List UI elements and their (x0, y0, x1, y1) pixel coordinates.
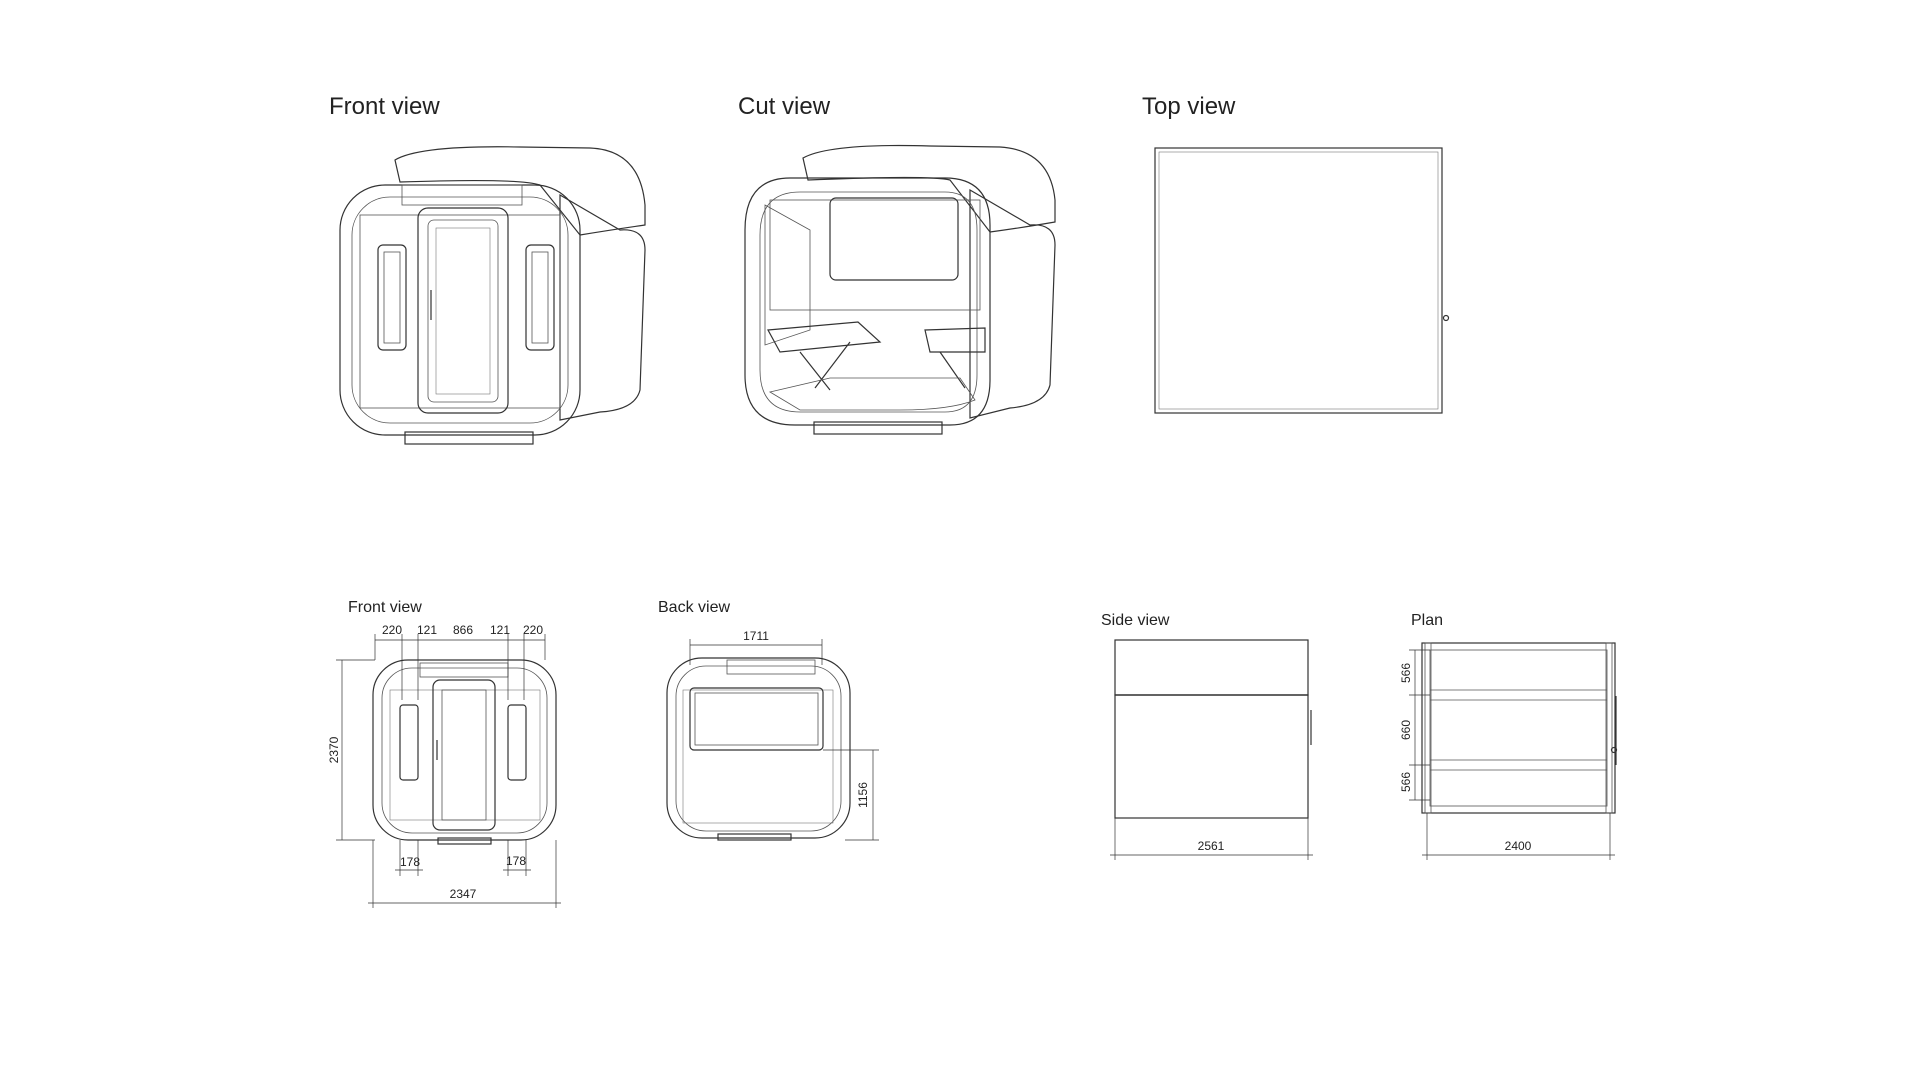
front-dim-height: 2370 (327, 736, 341, 763)
cut-view-3d-title: Cut view (738, 93, 831, 120)
back-dim-top: 1711 (743, 629, 769, 643)
plan-dim-left-2: 660 (1399, 720, 1413, 740)
plan-dim-left-1: 566 (1399, 663, 1413, 683)
front-dim-top-5: 220 (523, 623, 543, 637)
front-view-2d-drawing: 220 121 866 121 220 2370 178 178 2347 (327, 623, 561, 908)
cut-view-3d-drawing (744, 144, 1056, 435)
back-dim-right: 1156 (856, 782, 870, 808)
top-view-title: Top view (1142, 93, 1236, 120)
side-view-title: Side view (1101, 612, 1170, 629)
front-dim-top-4: 121 (490, 623, 510, 637)
plan-title: Plan (1411, 612, 1444, 629)
back-view-title: Back view (658, 599, 731, 616)
front-view-3d-drawing (339, 146, 646, 445)
front-dim-top-3: 866 (453, 623, 473, 637)
plan-drawing: 566 660 566 2400 (1399, 642, 1618, 860)
plan-dim-left-3: 566 (1399, 772, 1413, 792)
plan-dim-width: 2400 (1505, 839, 1532, 853)
front-dim-top-1: 220 (382, 623, 402, 637)
side-view-2d-drawing: 2561 (1110, 639, 1313, 860)
front-view-3d-title: Front view (329, 93, 440, 120)
back-view-2d-drawing: 1711 1156 (666, 629, 879, 841)
front-view-title: Front view (348, 599, 422, 616)
side-dim-width: 2561 (1198, 839, 1225, 853)
front-dim-bottom-right: 178 (506, 854, 526, 868)
front-dim-bottom-left: 178 (400, 855, 420, 869)
front-dim-top-2: 121 (417, 623, 437, 637)
top-view-drawing (1154, 147, 1450, 414)
front-dim-width: 2347 (450, 887, 477, 901)
